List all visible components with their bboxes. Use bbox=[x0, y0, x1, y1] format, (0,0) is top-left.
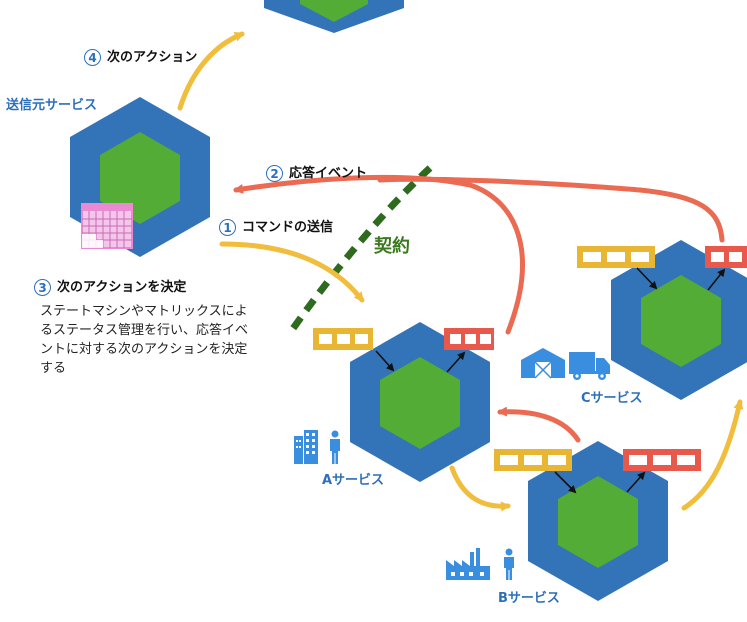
delivery-truck-icon bbox=[569, 352, 610, 380]
step-number-badge: 1 bbox=[219, 219, 236, 236]
warehouse-icon bbox=[521, 348, 565, 379]
person-icon bbox=[330, 430, 340, 464]
step-text: コマンドの送信 bbox=[242, 220, 334, 235]
step-text: 次のアクション bbox=[107, 50, 198, 65]
step2-label: 2 応答イベント bbox=[266, 162, 367, 182]
office-building-icon bbox=[294, 430, 318, 464]
command-arrow bbox=[219, 241, 365, 303]
service-b-label: Bサービス bbox=[498, 591, 560, 606]
factory-icon bbox=[446, 548, 490, 580]
next-action-arrow bbox=[177, 31, 245, 111]
calendar-icon bbox=[81, 203, 133, 249]
sender-service-label: 送信元サービス bbox=[6, 98, 98, 113]
step-number-badge: 4 bbox=[84, 49, 101, 66]
contract-boundary bbox=[289, 165, 433, 333]
step3-description: ステートマシンやマトリックスによるステータス管理を行い、応答イベントに対する次の… bbox=[40, 304, 249, 376]
contract-label: 契約 bbox=[374, 236, 410, 257]
event-arrow-from-c bbox=[377, 176, 725, 243]
next-service-hexagon bbox=[264, 0, 404, 33]
step-number-badge: 2 bbox=[266, 165, 283, 182]
service-c-label: Cサービス bbox=[581, 391, 643, 406]
service-c-hexagon bbox=[611, 240, 747, 400]
service-a-label: Aサービス bbox=[322, 473, 385, 488]
step1-label: 1 コマンドの送信 bbox=[219, 216, 333, 236]
event-arrow-b-to-a bbox=[497, 406, 581, 443]
event-arrow-from-a bbox=[233, 174, 525, 335]
step-text: 応答イベント bbox=[289, 166, 368, 181]
step-number-badge: 3 bbox=[34, 279, 51, 296]
step-text: 次のアクションを決定 bbox=[57, 280, 187, 295]
step4-label: 4 次のアクション bbox=[84, 46, 197, 66]
event-queue bbox=[705, 246, 747, 268]
queue-connectors bbox=[375, 267, 726, 494]
b-to-c-arrow bbox=[681, 399, 744, 511]
a-to-b-arrow bbox=[449, 465, 511, 512]
person-icon bbox=[504, 548, 514, 580]
step3-label: 3 次のアクションを決定 bbox=[34, 276, 186, 296]
